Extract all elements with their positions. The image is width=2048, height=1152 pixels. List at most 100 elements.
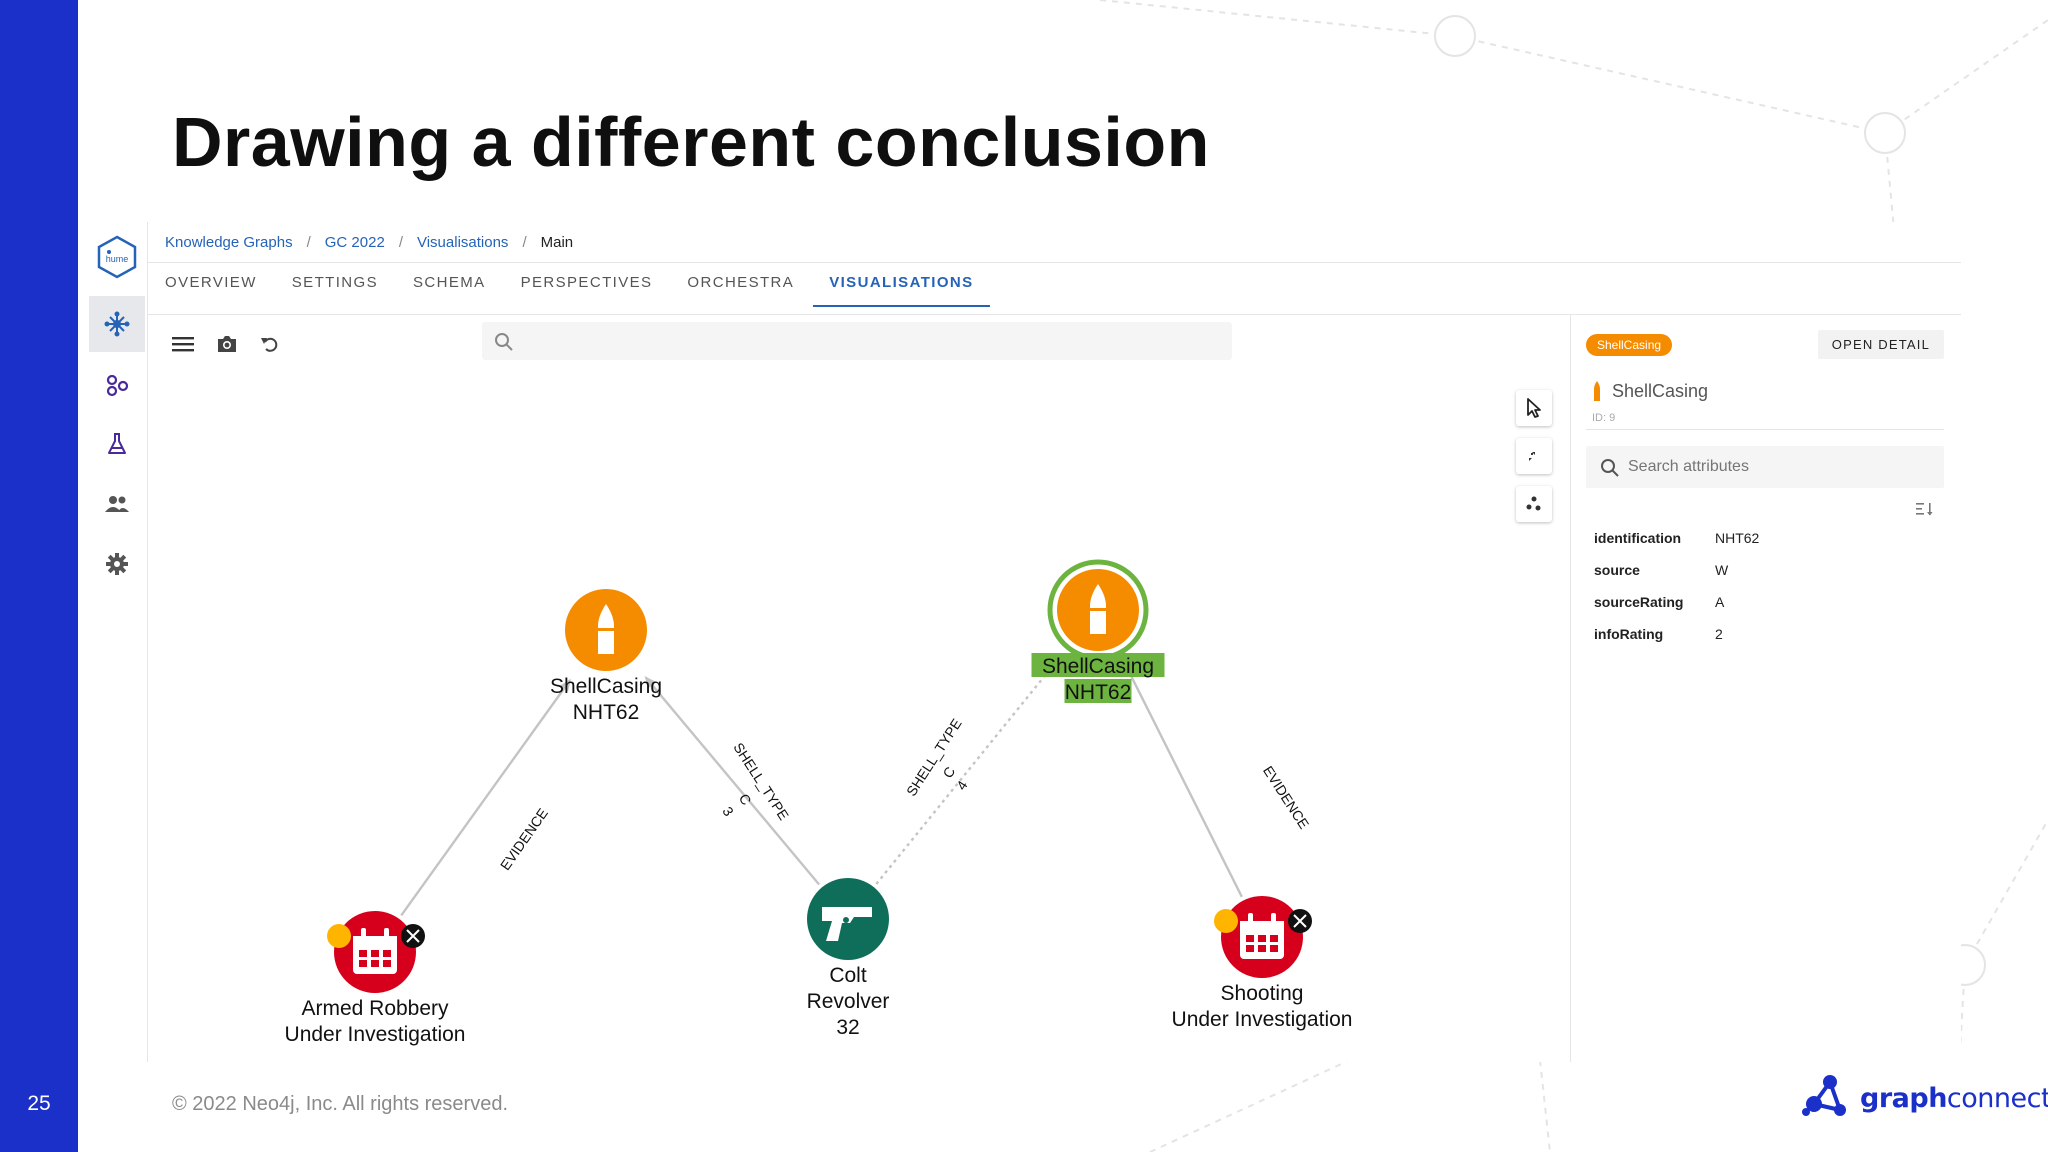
calendar-icon-ring xyxy=(1248,913,1253,923)
attribute-search-input[interactable] xyxy=(1628,454,1928,480)
pistol-icon-trigger xyxy=(843,917,849,923)
brand-light: connect xyxy=(1946,1082,2048,1114)
node-label: ShellCasing xyxy=(550,675,662,698)
hume-logo-icon[interactable]: hume xyxy=(94,234,140,280)
calendar-icon-header xyxy=(353,936,397,945)
bullet-icon-band xyxy=(598,628,614,631)
status-dot xyxy=(327,924,351,948)
node-title: ShellCasing xyxy=(1592,380,1708,402)
label-highlight xyxy=(1064,679,1132,703)
breadcrumb-gc-2022[interactable]: GC 2022 xyxy=(324,234,385,251)
tab-visualisations[interactable]: VISUALISATIONS xyxy=(813,274,990,307)
calendar-icon-cell xyxy=(1246,935,1254,942)
node-title-text: ShellCasing xyxy=(1612,380,1709,401)
node-label: ShellCasing xyxy=(1042,655,1154,678)
attribute-value: W xyxy=(1715,562,1729,578)
search-icon xyxy=(495,333,513,351)
calendar-icon-ring xyxy=(361,928,366,938)
node-label: Under Investigation xyxy=(1172,1008,1353,1031)
brand-bold: graph xyxy=(1860,1082,1947,1114)
pistol-icon xyxy=(822,907,872,941)
undo-icon[interactable] xyxy=(260,334,280,354)
flask-icon xyxy=(108,433,126,454)
node-label: Armed Robbery xyxy=(301,997,449,1020)
hume-app-window: hume xyxy=(86,222,1961,1062)
layout-button[interactable] xyxy=(1516,486,1552,522)
camera-icon[interactable] xyxy=(216,334,238,354)
breadcrumb-knowledge-graphs[interactable]: Knowledge Graphs xyxy=(165,234,293,251)
graph-search-bar xyxy=(482,322,1232,360)
canvas-side-tools xyxy=(1516,390,1552,522)
select-mode-button[interactable] xyxy=(1516,390,1552,426)
attribute-row: infoRating 2 xyxy=(1594,626,1759,658)
graph-network-icon xyxy=(104,311,130,337)
node-label: Under Investigation xyxy=(285,1023,466,1046)
edge-label: EVIDENCE xyxy=(1260,763,1312,832)
graph-search-input[interactable] xyxy=(526,328,1216,354)
canvas-toolbar xyxy=(172,334,280,354)
schema-icon xyxy=(106,374,129,397)
tab-settings[interactable]: SETTINGS xyxy=(291,274,378,291)
search-icon xyxy=(1601,459,1619,477)
slide-title: Drawing a different conclusion xyxy=(172,103,1210,181)
rail-item-graph[interactable] xyxy=(89,296,145,352)
tab-overview[interactable]: OVERVIEW xyxy=(165,274,257,291)
node-label: NHT62 xyxy=(573,701,640,724)
left-accent-bar xyxy=(0,0,78,1152)
rail-item-lab[interactable] xyxy=(89,416,145,472)
bullet-icon-band xyxy=(1090,608,1106,611)
open-detail-button[interactable]: OPEN DETAIL xyxy=(1817,330,1944,359)
people-icon xyxy=(105,496,129,512)
node-label: NHT62 xyxy=(1065,681,1132,704)
attribute-key: source xyxy=(1594,562,1640,578)
nav-rail: hume xyxy=(86,222,148,1062)
edge-line[interactable] xyxy=(875,656,1061,885)
attribute-key: infoRating xyxy=(1594,626,1664,642)
tab-schema[interactable]: SCHEMA xyxy=(413,274,486,291)
breadcrumb: Knowledge Graphs / GC 2022 / Visualisati… xyxy=(165,234,574,251)
edge-line[interactable] xyxy=(644,676,821,886)
cluster-icon xyxy=(1526,496,1541,511)
node-id: ID: 9 xyxy=(1592,412,1616,424)
calendar-icon-cell xyxy=(371,960,379,967)
tab-bar: OVERVIEW SETTINGS SCHEMA PERSPECTIVES OR… xyxy=(165,274,1025,307)
label-highlight xyxy=(1031,653,1165,677)
rail-item-settings[interactable] xyxy=(89,536,145,592)
attribute-row: identification NHT62 xyxy=(1594,530,1759,562)
edge-line[interactable] xyxy=(1124,663,1243,898)
tab-perspectives[interactable]: PERSPECTIVES xyxy=(520,274,653,291)
attribute-search xyxy=(1586,446,1944,488)
edge-property-label: 3 xyxy=(719,804,737,819)
calendar-icon-header xyxy=(1240,921,1284,930)
calendar-icon-cell xyxy=(1258,935,1266,942)
graphconnect-logo: graphconnect xyxy=(1800,1072,2048,1124)
attribute-key: sourceRating xyxy=(1594,594,1684,610)
node-label: Colt xyxy=(829,964,867,987)
rail-item-users[interactable] xyxy=(89,476,145,532)
tab-orchestra[interactable]: ORCHESTRA xyxy=(687,274,795,291)
breadcrumb-divider xyxy=(148,262,1961,263)
copyright-footer: © 2022 Neo4j, Inc. All rights reserved. xyxy=(172,1093,509,1115)
edge-label: SHELL_TYPE xyxy=(730,740,792,823)
attribute-key: identification xyxy=(1594,530,1682,546)
breadcrumb-visualisations[interactable]: Visualisations xyxy=(416,234,509,251)
calendar-icon-ring xyxy=(1271,913,1276,923)
rail-item-schema[interactable] xyxy=(89,358,145,414)
fit-view-button[interactable] xyxy=(1516,438,1552,474)
attribute-value: 2 xyxy=(1715,626,1723,642)
sort-icon[interactable] xyxy=(1916,502,1934,516)
calendar-icon-cell xyxy=(383,950,391,957)
node-type-chip: ShellCasing xyxy=(1586,334,1673,356)
menu-icon[interactable] xyxy=(172,335,194,353)
edge-line[interactable] xyxy=(400,678,572,917)
tab-divider xyxy=(148,314,1961,315)
breadcrumb-main: Main xyxy=(540,234,574,251)
